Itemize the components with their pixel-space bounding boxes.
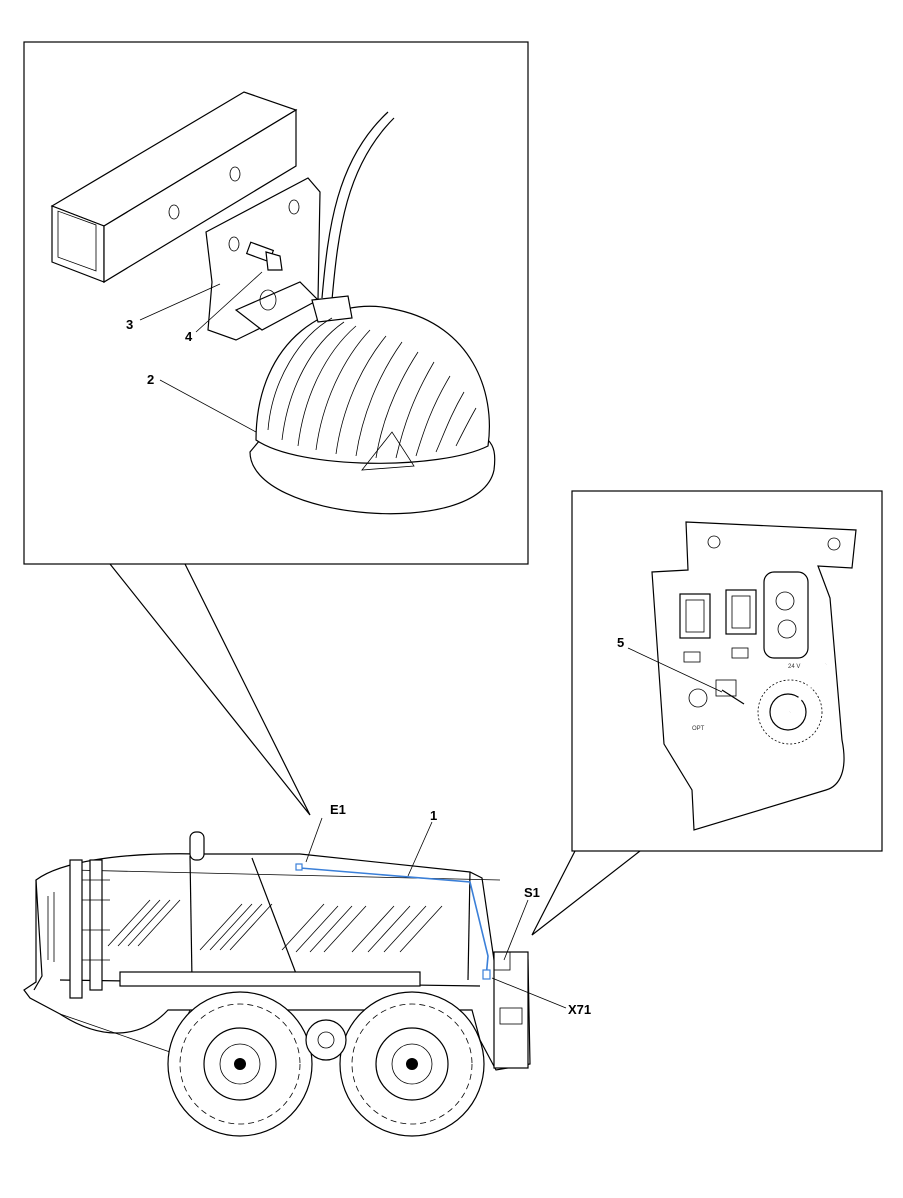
lamp-detail-box [23, 41, 529, 816]
square-tube [50, 91, 298, 284]
callout-5: 5 [617, 635, 624, 650]
leaders-vehicle [305, 817, 567, 1009]
lamp-cable [321, 111, 395, 301]
panel-opt-label: OPT [692, 726, 705, 732]
bolt [245, 241, 283, 271]
vehicle [23, 831, 531, 1071]
axle-hub [305, 1019, 347, 1061]
panel-detail-box [531, 490, 883, 936]
work-lamp [249, 295, 496, 515]
front-wheel [339, 991, 485, 1137]
callout-4: 4 [185, 329, 193, 344]
leaders-box1 [139, 271, 263, 433]
callout-2: 2 [147, 372, 154, 387]
callout-3: 3 [126, 317, 133, 332]
callout-e1: E1 [330, 802, 346, 817]
leader-5 [627, 647, 723, 693]
callout-x71: X71 [568, 1002, 591, 1017]
callout-1: 1 [430, 808, 437, 823]
callout-s1: S1 [524, 885, 540, 900]
rear-wheel [167, 991, 313, 1137]
light-cable-run [295, 863, 491, 980]
panel-volt-label: 24 V [788, 664, 800, 670]
control-panel: OPT 24 V [651, 521, 857, 831]
